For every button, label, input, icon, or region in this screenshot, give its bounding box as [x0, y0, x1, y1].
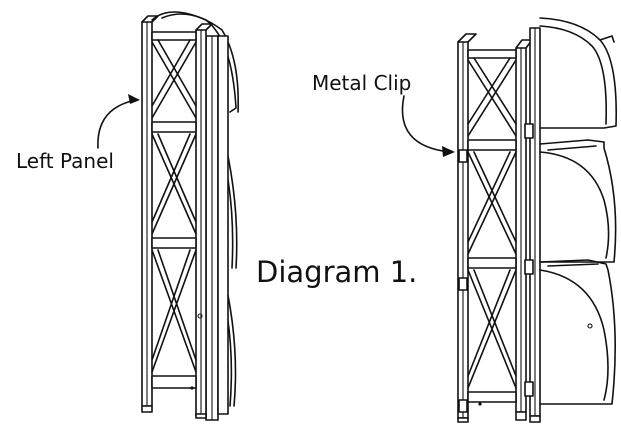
metal-clip-label: Metal Clip: [312, 71, 411, 95]
metal-clip-arrow-icon: [442, 146, 455, 157]
hinge-brackets: [458, 123, 534, 413]
metal-clip-callout: Metal Clip: [312, 71, 455, 157]
left-panel-arrow-icon: [128, 94, 140, 104]
left-panel-callout: Left Panel: [16, 94, 140, 173]
folded-panel-assembly: [141, 11, 239, 421]
right-cross-braces: [467, 57, 517, 389]
left-cross-braces: [151, 39, 197, 373]
diagram-caption: Diagram 1.: [256, 255, 417, 289]
left-panel-label: Left Panel: [16, 149, 114, 173]
hinged-curved-shelves: [529, 17, 617, 417]
unfolded-panel-assembly: [457, 17, 617, 423]
